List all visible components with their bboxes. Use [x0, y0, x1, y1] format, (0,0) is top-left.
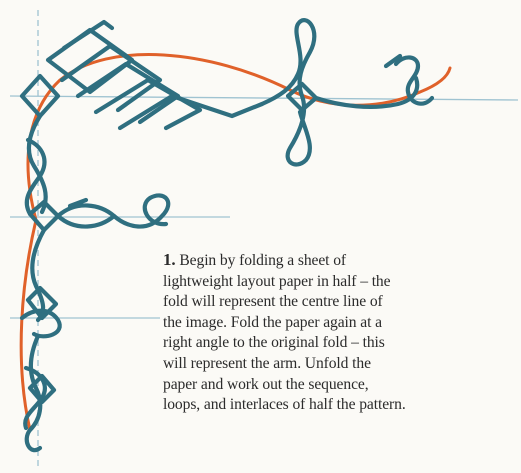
knotwork	[19, 18, 435, 453]
instruction-line-3: fold will represent the centre line of	[163, 293, 383, 311]
instruction-line-6: will represent the arm. Unfold the	[163, 354, 371, 372]
guide-curve	[19, 53, 452, 432]
step-number: 1.	[163, 250, 176, 269]
horizontal-fold-line	[9, 95, 519, 101]
instruction-line-1: 1. Begin by folding a sheet of	[163, 250, 347, 269]
instruction-line-8: loops, and interlaces of half the patter…	[163, 396, 406, 414]
instruction-line-5: right angle to the original fold – this	[163, 334, 385, 352]
instruction-text: 1. Begin by folding a sheet of lightweig…	[163, 250, 508, 416]
instruction-line-7: paper and work out the sequence,	[163, 375, 369, 393]
instruction-line-2: lightweight layout paper in half – the	[163, 272, 391, 290]
instruction-line-4: the image. Fold the paper again at a	[163, 313, 382, 331]
